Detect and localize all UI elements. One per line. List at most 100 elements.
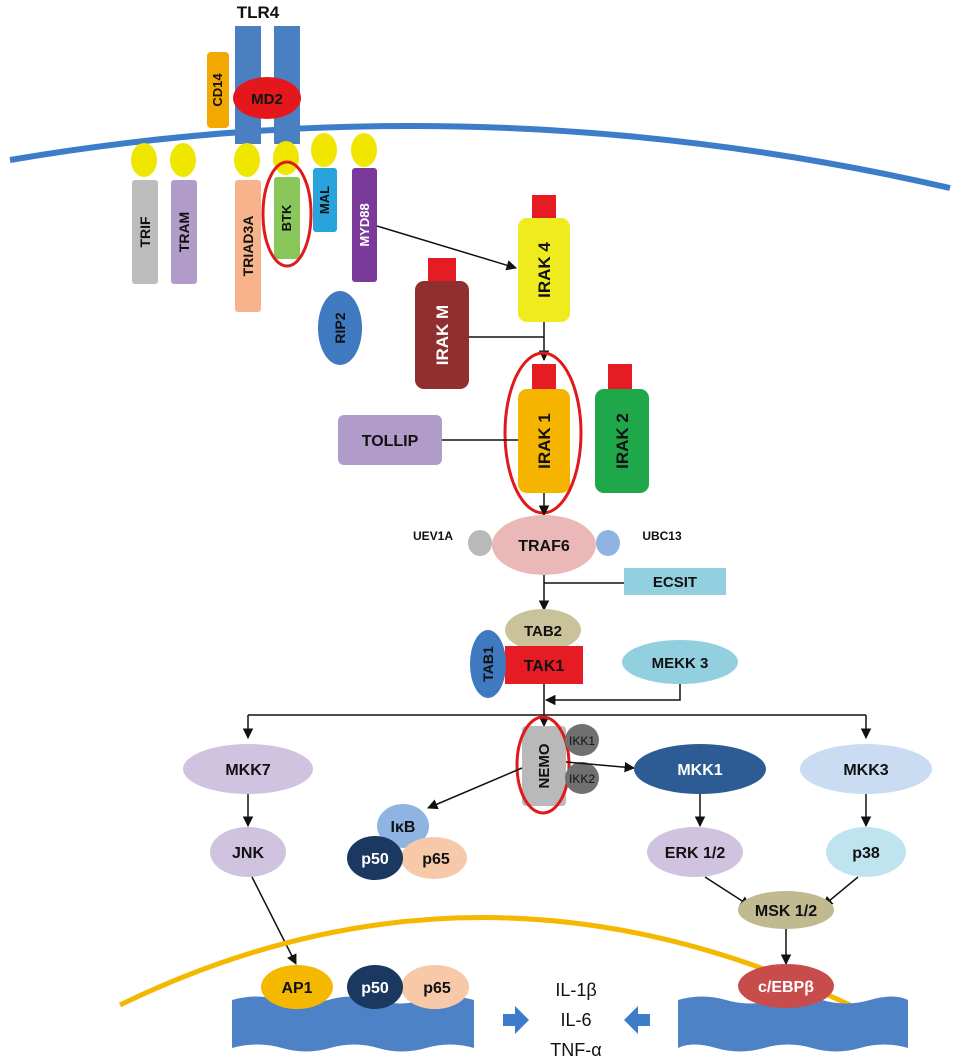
tak1-protein bbox=[505, 646, 583, 684]
trif-protein bbox=[132, 180, 158, 284]
ikk1-protein bbox=[565, 724, 599, 756]
tab2-label: TAB2 bbox=[524, 623, 562, 640]
il6-label: IL-6 bbox=[560, 1010, 591, 1030]
mkk7-protein bbox=[183, 744, 313, 794]
erk-label: ERK 1/2 bbox=[665, 845, 726, 862]
cd14-label: CD14 bbox=[210, 73, 225, 107]
mal-head bbox=[311, 133, 337, 167]
irak2-cap bbox=[608, 364, 632, 390]
tlr4-label: TLR4 bbox=[237, 3, 280, 22]
jnk-to-ap1-arrow bbox=[251, 876, 297, 965]
md2-protein bbox=[233, 77, 301, 119]
jnk-protein bbox=[210, 827, 286, 877]
dna-strand-right bbox=[678, 996, 908, 1052]
triad3a-protein bbox=[235, 180, 261, 312]
myd88-protein bbox=[352, 168, 377, 282]
irak2-protein bbox=[595, 389, 649, 493]
irak4-label: IRAK 4 bbox=[535, 242, 554, 298]
mekk3-label: MEKK 3 bbox=[652, 655, 709, 672]
tollip-protein bbox=[338, 415, 442, 465]
irak2-label: IRAK 2 bbox=[613, 413, 632, 469]
tram-protein bbox=[171, 180, 197, 284]
ubc13-protein bbox=[596, 530, 620, 556]
erk-protein bbox=[647, 827, 743, 877]
btk-label: BTK bbox=[279, 204, 294, 231]
mal-protein bbox=[313, 168, 337, 232]
myd88-label: MYD88 bbox=[357, 203, 372, 246]
mkk7-label: MKK7 bbox=[225, 762, 270, 779]
p38-to-msk-arrow bbox=[822, 876, 859, 907]
msk-protein bbox=[738, 891, 834, 929]
tram-label: TRAM bbox=[176, 212, 192, 252]
nemo-highlight-ring bbox=[515, 715, 571, 815]
tab2-protein bbox=[505, 609, 581, 651]
mkk1-protein bbox=[634, 744, 766, 794]
triad3a-label: TRIAD3A bbox=[240, 216, 256, 277]
ap1-label: AP1 bbox=[281, 980, 312, 997]
p65-label: p65 bbox=[422, 851, 450, 868]
tnfa-label: TNF-α bbox=[550, 1040, 601, 1060]
p38-protein bbox=[826, 827, 906, 877]
p50-label: p50 bbox=[361, 851, 389, 868]
nuclear-p50-protein bbox=[347, 965, 403, 1009]
dna-strand-left bbox=[232, 996, 474, 1052]
ikb-label: IκB bbox=[391, 819, 416, 836]
ikb-protein bbox=[377, 804, 429, 848]
irak1-label: IRAK 1 bbox=[535, 413, 554, 469]
trif-head bbox=[131, 143, 157, 177]
right-block-arrow bbox=[624, 1006, 650, 1034]
ikk1-label: IKK1 bbox=[569, 734, 595, 748]
left-block-arrow bbox=[503, 1006, 529, 1034]
msk-label: MSK 1/2 bbox=[755, 903, 817, 920]
mkk3-protein bbox=[800, 744, 932, 794]
mkk3-label: MKK3 bbox=[843, 762, 888, 779]
mekk3-protein bbox=[622, 640, 738, 684]
ikk2-label: IKK2 bbox=[569, 772, 595, 786]
p38-label: p38 bbox=[852, 845, 880, 862]
ap1-protein bbox=[261, 965, 333, 1009]
nemo-protein bbox=[522, 726, 566, 806]
trif-label: TRIF bbox=[137, 216, 153, 248]
mkk1-label: MKK1 bbox=[677, 762, 722, 779]
ecsit-protein bbox=[624, 568, 726, 595]
tollip-label: TOLLIP bbox=[362, 433, 419, 450]
nuclear-p50-label: p50 bbox=[361, 980, 389, 997]
jnk-label: JNK bbox=[232, 845, 264, 862]
ubc13-label: UBC13 bbox=[642, 529, 682, 543]
myd88-to-irak4-arrow bbox=[376, 225, 518, 271]
erk-to-msk-arrow bbox=[704, 876, 751, 907]
irak4-cap bbox=[532, 195, 556, 219]
nemo-label: NEMO bbox=[536, 743, 553, 788]
irak4-protein bbox=[518, 218, 570, 322]
irak1-cap bbox=[532, 364, 556, 390]
irakm-cap bbox=[428, 258, 456, 282]
btk-head bbox=[273, 141, 299, 175]
cebpb-label: c/EBPβ bbox=[758, 979, 814, 996]
btk-highlight-ring bbox=[261, 160, 313, 268]
cebpb-protein bbox=[738, 964, 834, 1008]
ikk-to-mkk1-arrow bbox=[565, 761, 636, 773]
triad3a-head bbox=[234, 143, 260, 177]
tab1-protein bbox=[470, 630, 506, 698]
irak1-protein bbox=[518, 389, 570, 493]
p65-protein bbox=[401, 837, 467, 879]
nuclear-p65-protein bbox=[401, 965, 469, 1009]
myd88-head bbox=[351, 133, 377, 167]
irakm-label: IRAK M bbox=[433, 305, 452, 365]
mekk3-to-tak-arrow bbox=[544, 684, 681, 706]
il1b-label: IL-1β bbox=[555, 980, 596, 1000]
ecsit-label: ECSIT bbox=[653, 574, 697, 591]
tab1-label: TAB1 bbox=[480, 646, 496, 682]
traf6-label: TRAF6 bbox=[518, 538, 570, 555]
nemo-to-ikb-arrow bbox=[427, 767, 523, 810]
p50-protein bbox=[347, 836, 403, 880]
cd14-protein bbox=[207, 52, 229, 128]
mal-label: MAL bbox=[317, 186, 332, 214]
rip2-label: RIP2 bbox=[332, 312, 348, 343]
uev1a-protein bbox=[468, 530, 492, 556]
cell-membrane bbox=[9, 122, 951, 191]
ikk2-protein bbox=[565, 762, 599, 794]
tram-head bbox=[170, 143, 196, 177]
traf6-protein bbox=[492, 515, 596, 575]
